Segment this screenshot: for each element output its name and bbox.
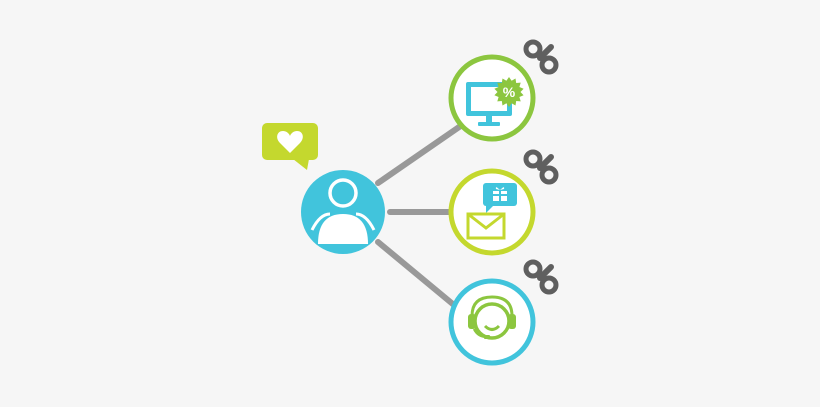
connectors xyxy=(375,122,465,313)
envelope-icon xyxy=(466,212,506,240)
user-hub xyxy=(301,170,385,254)
user-avatar-icon xyxy=(310,178,376,244)
channel-email-offers xyxy=(448,168,536,256)
wind-up-key-icon xyxy=(523,259,559,295)
percent-badge: % xyxy=(494,77,524,107)
gift-speech-bubble-icon xyxy=(483,183,517,213)
headset-agent-icon xyxy=(468,295,516,340)
wind-up-key-icon xyxy=(523,39,559,75)
wind-up-key-icon xyxy=(523,149,559,185)
heart-speech-bubble-icon xyxy=(262,123,318,170)
channel-online-promotions: % xyxy=(448,54,536,142)
channel-customer-support xyxy=(448,278,536,366)
connector-online-promotions xyxy=(375,122,465,186)
connector-customer-support xyxy=(375,239,463,313)
percent-badge-text: % xyxy=(503,84,516,100)
